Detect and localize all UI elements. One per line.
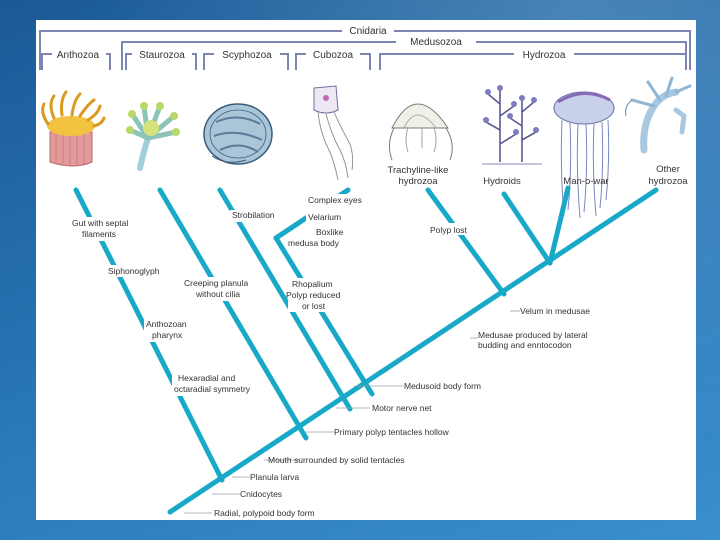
cnidaria-label: Cnidaria bbox=[349, 26, 387, 37]
char-cnidocytes: Cnidocytes bbox=[240, 489, 282, 499]
medusozoa-label: Medusozoa bbox=[410, 37, 462, 48]
box-jellyfish-icon bbox=[313, 85, 354, 181]
branch-cubozoa-join bbox=[273, 235, 375, 397]
char-strobilation: Strobilation bbox=[232, 210, 275, 220]
char-creeping-1: Creeping planula bbox=[184, 278, 249, 288]
char-velum: Velum in medusae bbox=[520, 306, 590, 316]
char-anthozoan-pharynx-2: pharynx bbox=[152, 330, 183, 340]
branch-staurozoa bbox=[157, 187, 309, 441]
stalked-jellyfish-icon bbox=[126, 102, 180, 171]
sea-anemone-icon bbox=[41, 90, 106, 167]
char-complex-eyes: Complex eyes bbox=[308, 195, 362, 205]
cladogram-panel: Cnidaria Medusozoa Anthozoa Staurozoa Sc… bbox=[36, 20, 696, 520]
taxon-label-man-o-war: Man-o-war bbox=[563, 176, 608, 187]
char-medusae-budding-2: budding and enntocodon bbox=[478, 340, 572, 350]
trachyline-medusa-icon bbox=[388, 103, 453, 161]
taxon-label-trachyline-2: hydrozoa bbox=[398, 176, 438, 187]
char-hexaradial-2: octaradial symmetry bbox=[174, 384, 251, 394]
char-siphonoglyph: Siphonoglyph bbox=[108, 266, 160, 276]
char-rhopalium-3: or lost bbox=[302, 301, 326, 311]
char-mouth: Mouth surrounded by solid tentacles bbox=[268, 455, 405, 465]
char-velarium: Velarium bbox=[308, 212, 341, 222]
char-gut-2: filaments bbox=[82, 229, 116, 239]
cladogram: Cnidaria Medusozoa Anthozoa Staurozoa Sc… bbox=[39, 24, 692, 518]
char-medusoid: Medusoid body form bbox=[404, 381, 481, 391]
branch-man-o-war bbox=[547, 185, 571, 266]
char-primary-polyp: Primary polyp tentacles hollow bbox=[334, 427, 450, 437]
char-rhopalium-2: Polyp reduced bbox=[286, 290, 341, 300]
group-label-cubozoa: Cubozoa bbox=[313, 50, 353, 61]
char-radial: Radial, polypoid body form bbox=[214, 508, 315, 518]
char-creeping-2: without cilia bbox=[195, 289, 240, 299]
hydroid-colony-icon bbox=[482, 85, 542, 165]
taxon-label-hydroids: Hydroids bbox=[483, 176, 521, 187]
group-label-staurozoa: Staurozoa bbox=[139, 50, 185, 61]
char-hexaradial-1: Hexaradial and bbox=[178, 373, 235, 383]
char-motor-nerve: Motor nerve net bbox=[372, 403, 432, 413]
trunk-character-ticks bbox=[184, 310, 520, 514]
branch-scyphozoa bbox=[217, 187, 353, 412]
char-planula: Planula larva bbox=[250, 472, 299, 482]
char-boxlike-2: medusa body bbox=[288, 238, 340, 248]
other-hydrozoa-icon bbox=[625, 76, 692, 154]
char-rhopalium-1: Rhopalium bbox=[292, 279, 333, 289]
cnidaria-label-bg bbox=[342, 24, 394, 38]
branch-trachyline bbox=[425, 187, 507, 297]
char-polyp-lost: Polyp lost bbox=[430, 225, 467, 235]
group-label-hydrozoa: Hydrozoa bbox=[523, 50, 566, 61]
group-labels: Anthozoa Staurozoa Scyphozoa Cubozoa Hyd… bbox=[52, 48, 574, 61]
char-medusae-budding-1: Medusae produced by lateral bbox=[478, 330, 588, 340]
char-gut-1: Gut with septal bbox=[72, 218, 128, 228]
taxon-label-other-1: Other bbox=[656, 164, 680, 175]
branch-character-labels: Gut with septal filaments Siphonoglyph A… bbox=[68, 194, 476, 396]
branch-hydroids bbox=[501, 191, 553, 266]
char-anthozoan-pharynx-1: Anthozoan bbox=[146, 319, 187, 329]
medusozoa-label-bg bbox=[396, 35, 476, 49]
man-o-war-icon bbox=[553, 91, 615, 219]
taxon-label-other-2: hydrozoa bbox=[648, 176, 688, 187]
char-boxlike-1: Boxlike bbox=[316, 227, 344, 237]
group-label-anthozoa: Anthozoa bbox=[57, 50, 100, 61]
scyphozoan-jellyfish-icon bbox=[203, 103, 273, 165]
main-trunk bbox=[167, 187, 659, 515]
taxon-label-trachyline-1: Trachyline-like bbox=[388, 165, 449, 176]
group-label-scyphozoa: Scyphozoa bbox=[222, 50, 272, 61]
